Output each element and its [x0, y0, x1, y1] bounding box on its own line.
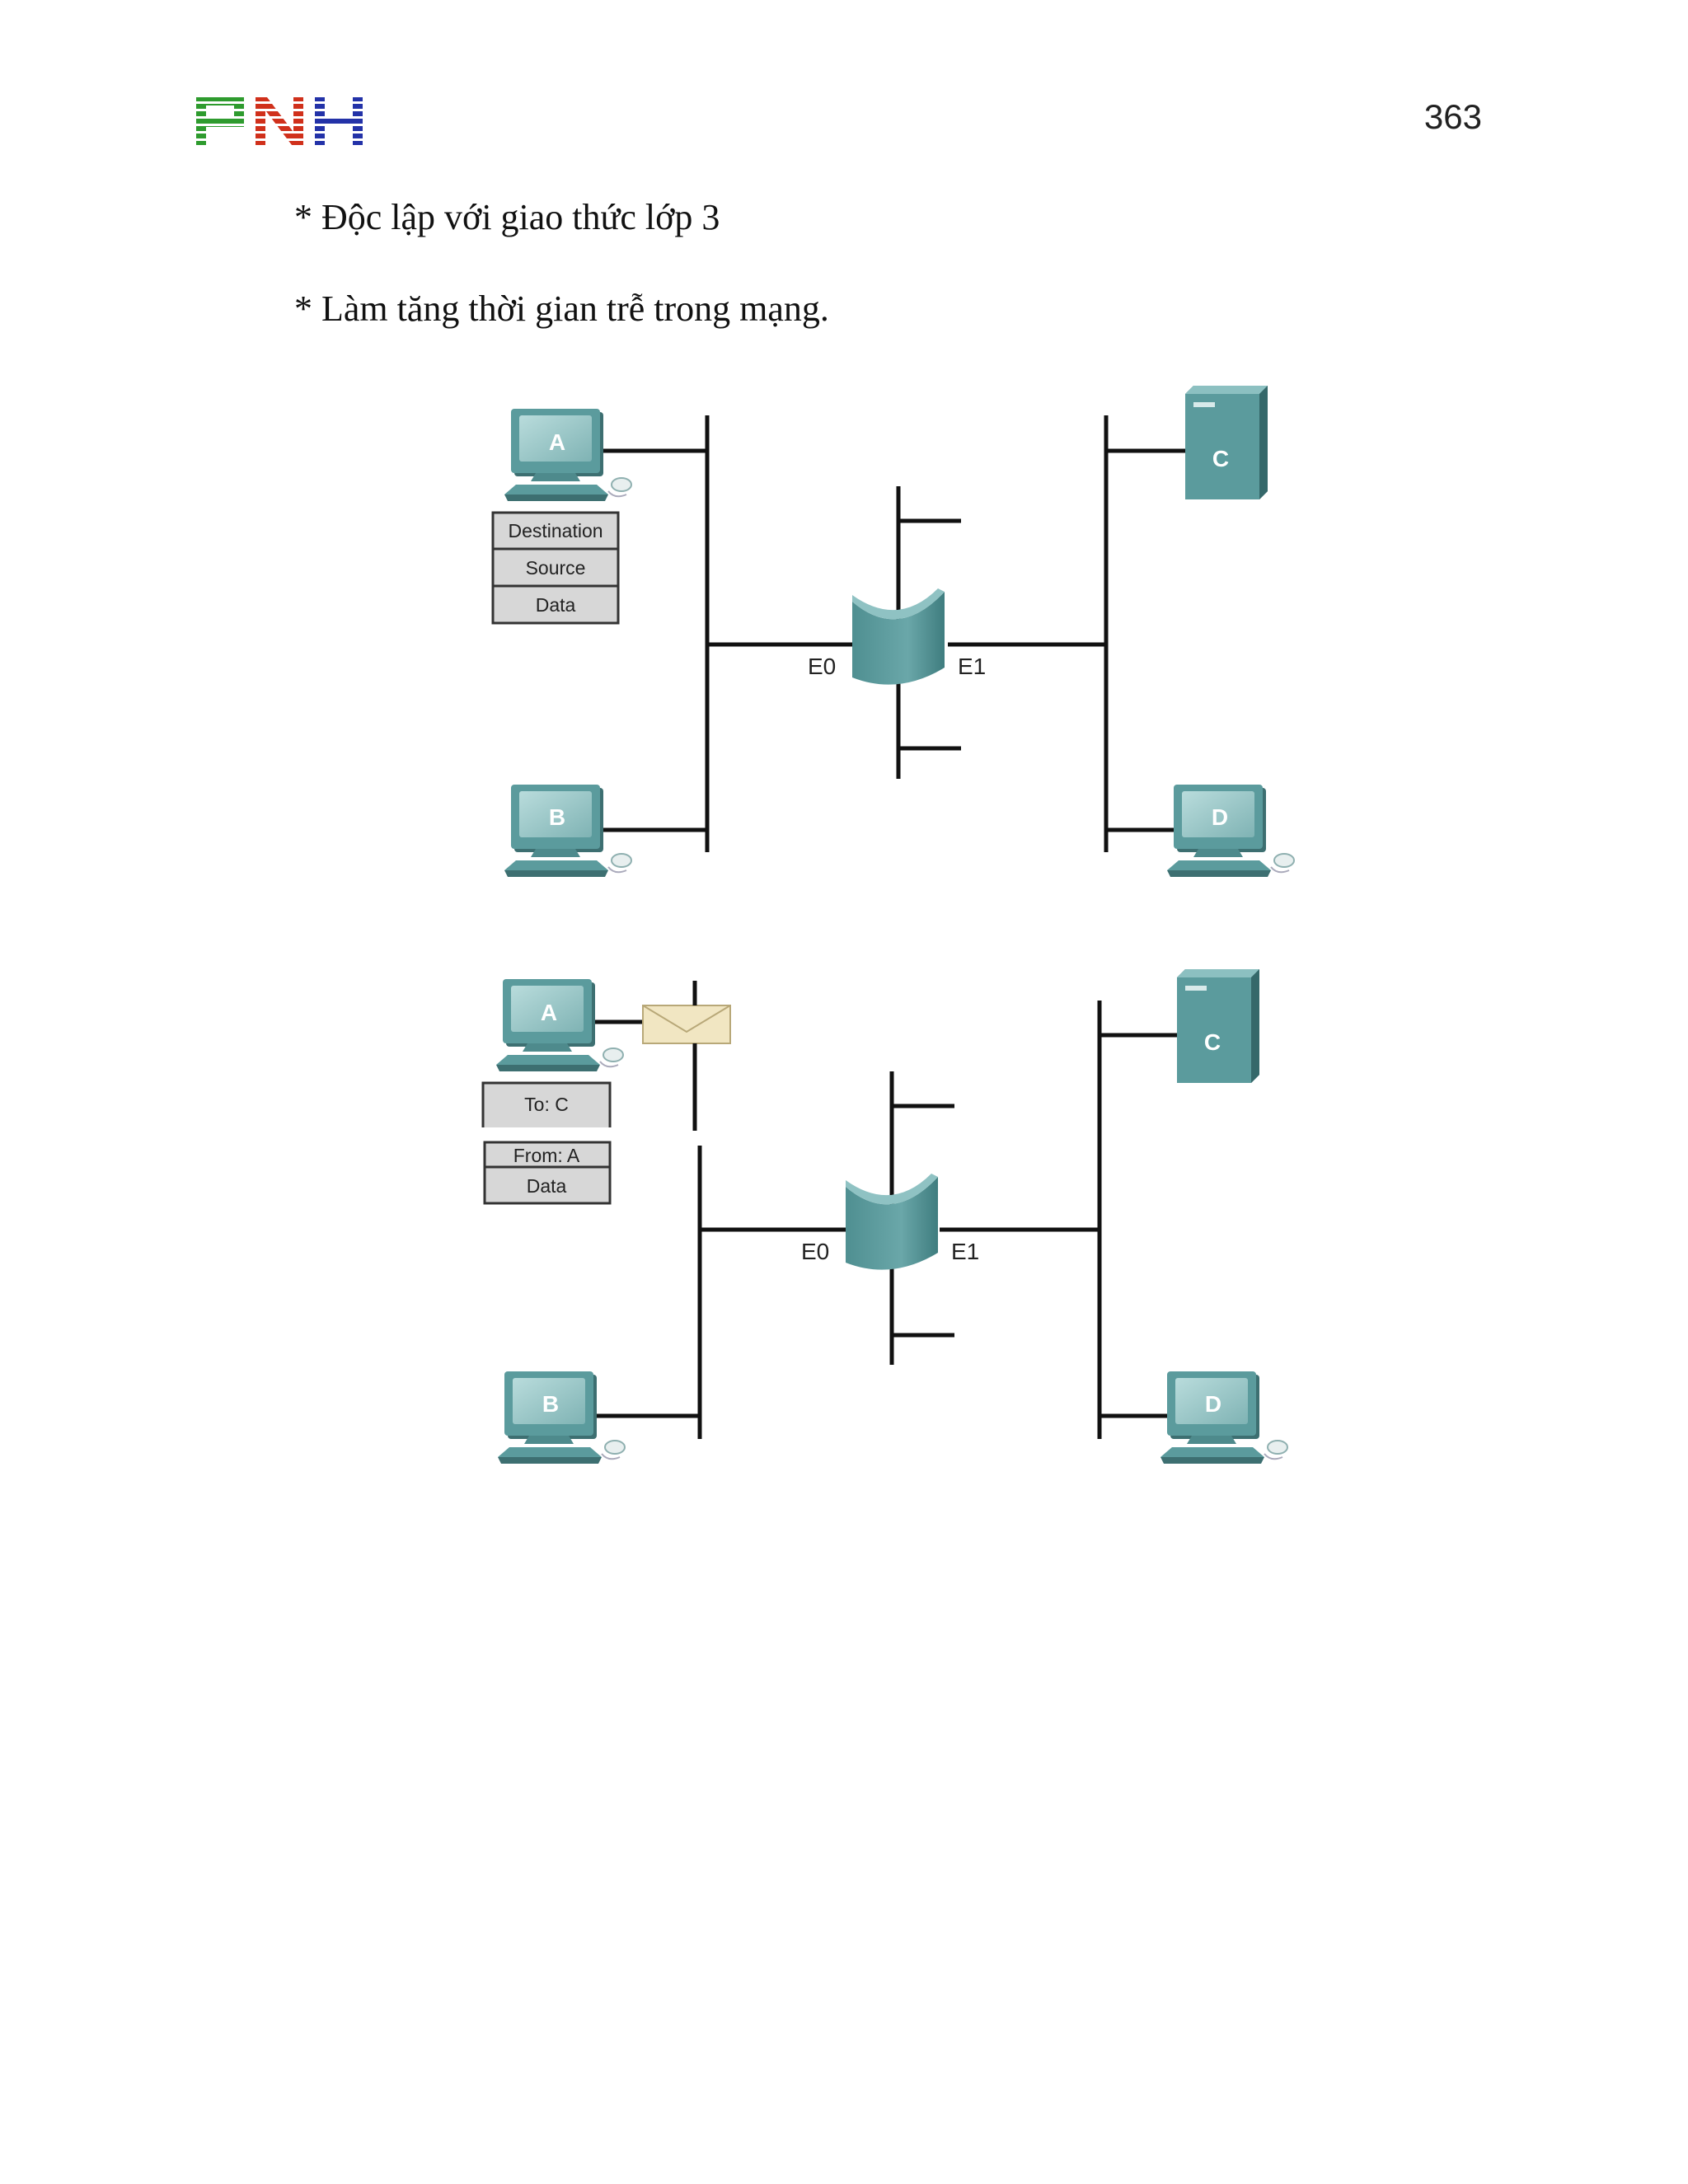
- host-label-b: B: [549, 804, 565, 830]
- workstation-icon-a: [495, 978, 624, 1072]
- bullet-latency: * Làm tăng thời gian trễ trong mạng.: [294, 288, 829, 329]
- host-label-c: C: [1212, 446, 1229, 471]
- host-label-d: D: [1212, 804, 1228, 830]
- server-icon-c: [1185, 386, 1268, 499]
- envelope-icon: [642, 981, 731, 1131]
- workstation-icon-a: [504, 408, 632, 502]
- host-label-a: A: [541, 1000, 557, 1025]
- frame-field-from: From: A: [513, 1145, 580, 1166]
- frame-box: Destination Source Data: [491, 511, 620, 625]
- frame-field-data: Data: [536, 594, 576, 616]
- workstation-icon-d: [1160, 1371, 1288, 1465]
- server-icon-c: [1177, 969, 1259, 1083]
- page-number: 363: [1423, 97, 1482, 136]
- workstation-icon-d: [1166, 784, 1295, 878]
- diagram-2: E0 E1 A To: C From: A Data B C: [480, 969, 1288, 1465]
- frame-field-destination: Destination: [508, 520, 603, 541]
- pnh-logo: [196, 97, 363, 145]
- bullet-layer3-independent: * Độc lập với giao thức lớp 3: [294, 197, 720, 237]
- diagram-1: E0 E1 A Destination Source Data B C: [491, 386, 1295, 878]
- port-label-e1: E1: [958, 654, 986, 679]
- frame-field-data: Data: [527, 1175, 567, 1197]
- host-label-d: D: [1205, 1391, 1221, 1417]
- host-label-a: A: [549, 429, 565, 455]
- port-label-e0: E0: [808, 654, 836, 679]
- frame-field-source: Source: [526, 557, 586, 579]
- frame-field-to: To: C: [524, 1094, 569, 1115]
- frame-box: To: C From: A Data: [480, 1081, 615, 1205]
- port-label-e0: E0: [801, 1239, 829, 1264]
- port-label-e1: E1: [951, 1239, 979, 1264]
- host-label-c: C: [1204, 1029, 1221, 1055]
- host-label-b: B: [542, 1391, 559, 1417]
